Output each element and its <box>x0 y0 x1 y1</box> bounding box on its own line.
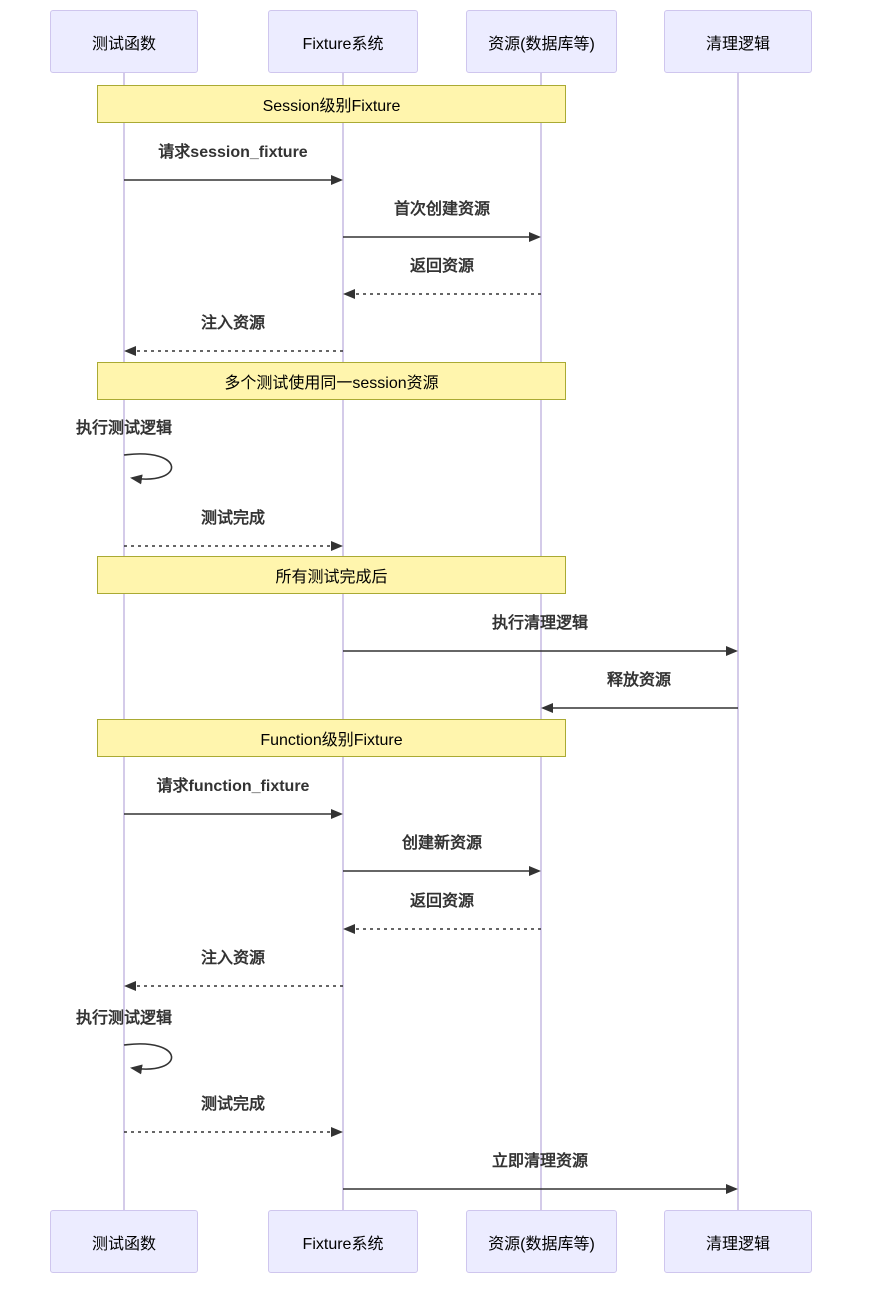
message-label-request-function-fixture: 请求function_fixture <box>156 778 310 795</box>
message-label-create-resource-first: 首次创建资源 <box>393 201 491 218</box>
note-function-level-fixture: Function级别Fixture <box>97 719 566 757</box>
self-loop-run-test-2 <box>123 1043 173 1075</box>
message-label-return-resource-2: 返回资源 <box>409 893 475 910</box>
actor-top-cleanup: 清理逻辑 <box>664 10 812 73</box>
actor-bottom-cleanup: 清理逻辑 <box>664 1210 812 1273</box>
message-label-test-done-2: 测试完成 <box>200 1096 266 1113</box>
message-label-return-resource-1: 返回资源 <box>409 258 475 275</box>
actor-bottom-resource: 资源(数据库等) <box>466 1210 617 1273</box>
note-shared-session-resource: 多个测试使用同一session资源 <box>97 362 566 400</box>
message-label-run-test-1: 执行测试逻辑 <box>75 420 173 437</box>
message-label-test-done-1: 测试完成 <box>200 510 266 527</box>
message-label-inject-resource-2: 注入资源 <box>200 950 266 967</box>
message-label-inject-resource-1: 注入资源 <box>200 315 266 332</box>
note-session-level-fixture: Session级别Fixture <box>97 85 566 123</box>
actor-top-resource: 资源(数据库等) <box>466 10 617 73</box>
actor-top-test-function: 测试函数 <box>50 10 198 73</box>
message-label-run-test-2: 执行测试逻辑 <box>75 1010 173 1027</box>
message-label-request-session-fixture: 请求session_fixture <box>158 144 308 161</box>
message-label-create-new-resource: 创建新资源 <box>401 835 483 852</box>
message-label-release-resource: 释放资源 <box>606 672 672 689</box>
actor-bottom-test-function: 测试函数 <box>50 1210 198 1273</box>
message-label-cleanup-immediately: 立即清理资源 <box>491 1153 589 1170</box>
actor-bottom-fixture-system: Fixture系统 <box>268 1210 418 1273</box>
message-label-run-cleanup-logic: 执行清理逻辑 <box>491 615 589 632</box>
self-loop-run-test-1 <box>123 453 173 485</box>
actor-top-fixture-system: Fixture系统 <box>268 10 418 73</box>
note-after-all-tests: 所有测试完成后 <box>97 556 566 594</box>
